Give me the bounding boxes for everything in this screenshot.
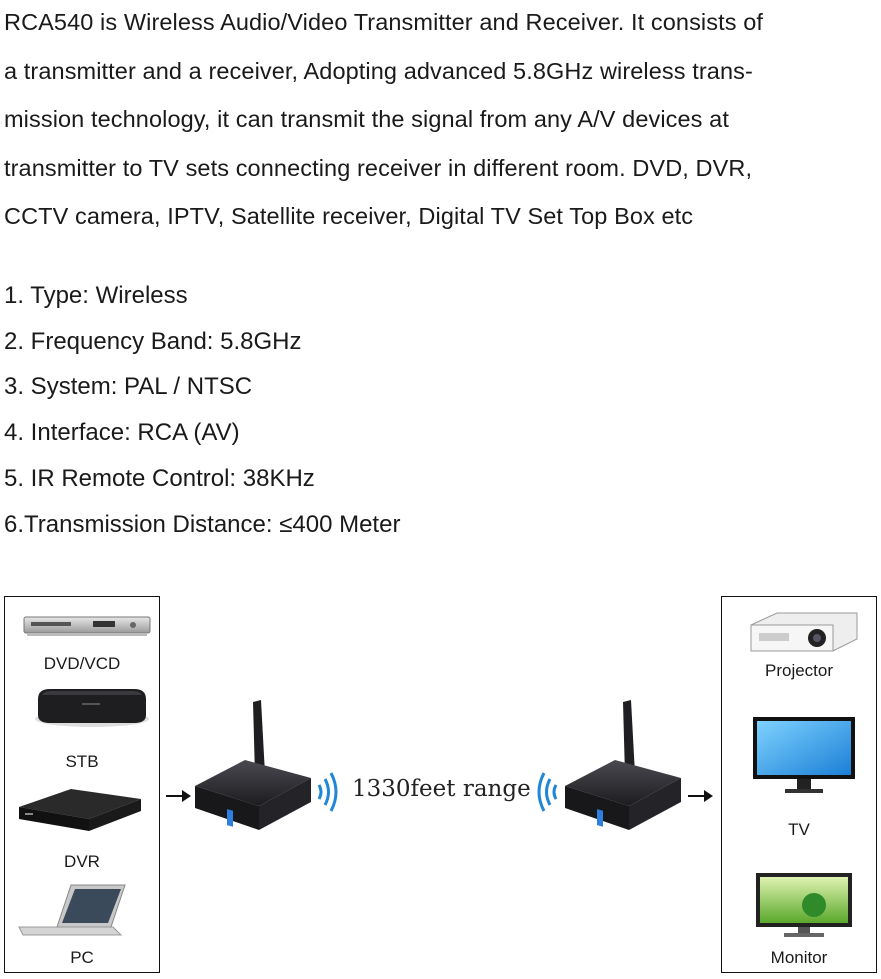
set-top-box-icon — [35, 689, 149, 727]
intro-line: RCA540 is Wireless Audio/Video Transmitt… — [4, 9, 763, 35]
laptop-icon — [18, 884, 126, 936]
spec-item: 2. Frequency Band: 5.8GHz — [4, 327, 302, 355]
intro-line: a transmitter and a receiver, Adopting a… — [4, 57, 753, 84]
arrow-head-icon — [182, 790, 191, 802]
arrow-head-icon — [704, 790, 713, 802]
source-label-stb: STB — [65, 752, 99, 771]
output-label-tv: TV — [788, 820, 810, 839]
spec-item: 4. Interface: RCA (AV) — [4, 419, 240, 447]
output-devices-box: Projector TV Monitor — [721, 596, 877, 973]
arrow-to-outputs — [688, 795, 704, 797]
source-label-pc: PC — [70, 948, 94, 967]
intro-paragraph: RCA540 is Wireless Audio/Video Transmitt… — [4, 0, 876, 241]
output-label-monitor: Monitor — [770, 948, 828, 967]
dvd-player-icon — [23, 616, 151, 636]
source-devices-box: DVD/VCD STB DVR PC — [4, 596, 160, 973]
signal-waves-icon — [537, 772, 558, 812]
tv-icon — [753, 717, 855, 793]
spec-item: 5. IR Remote Control: 38KHz — [4, 464, 315, 492]
spec-item: 1. Type: Wireless — [4, 282, 188, 309]
range-label: 1330feet range — [352, 776, 531, 802]
output-label-projector: Projector — [764, 661, 834, 680]
dvr-icon — [19, 789, 141, 831]
source-label-dvd: DVD/VCD — [43, 654, 121, 673]
monitor-icon — [756, 873, 852, 937]
receiver-device-icon — [565, 700, 681, 830]
projector-icon — [750, 612, 858, 652]
transmitter-device-icon — [195, 700, 311, 830]
spec-item: 3. System: PAL / NTSC — [4, 373, 253, 401]
arrow-to-transmitter — [166, 795, 182, 797]
intro-line: mission technology, it can transmit the … — [4, 106, 729, 133]
intro-line: transmitter to TV sets connecting receiv… — [4, 154, 753, 181]
spec-item: 6.Transmission Distance: ≤400 Meter — [4, 510, 401, 538]
signal-waves-icon — [317, 772, 338, 812]
spec-list: 1. Type: Wireless 2. Frequency Band: 5.8… — [4, 273, 400, 547]
intro-line: CCTV camera, IPTV, Satellite receiver, D… — [4, 203, 694, 230]
source-label-dvr: DVR — [64, 852, 100, 871]
